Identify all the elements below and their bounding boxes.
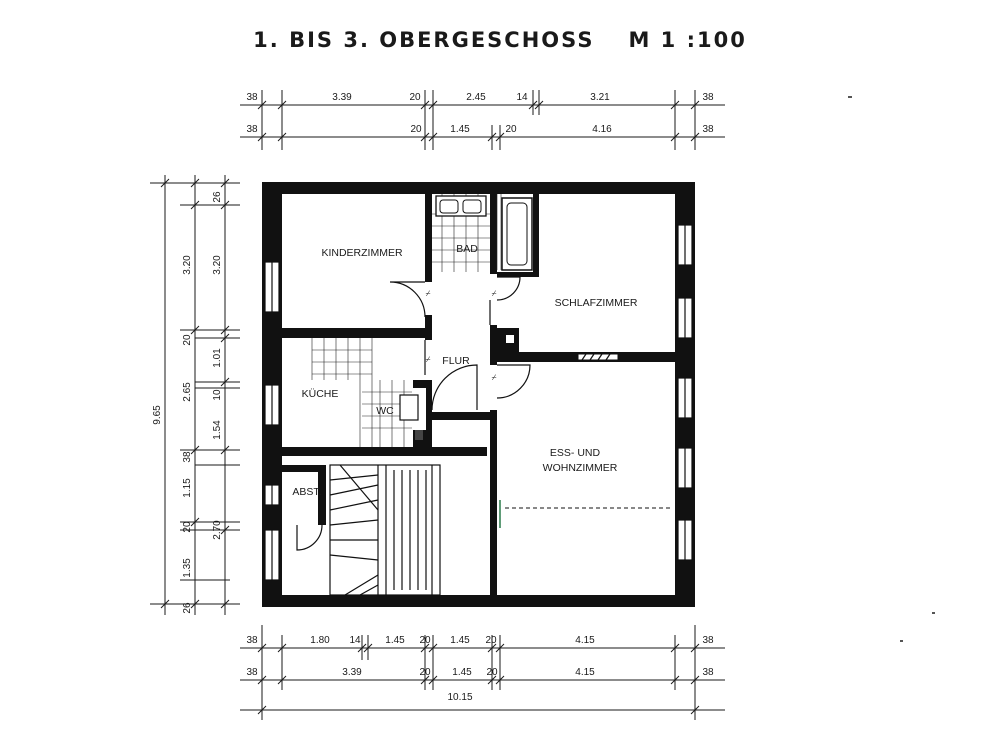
dim-left-mid-3: 1.35 (182, 558, 193, 578)
dim-top2-4: 4.16 (592, 124, 612, 135)
room-ess-line1: ESS- UND (550, 447, 601, 459)
wc-cistern (415, 430, 423, 440)
dim-top2-1: 20 (410, 124, 422, 135)
dim-bot1-7: 4.15 (575, 635, 595, 646)
dim-top1-1: 3.39 (332, 92, 352, 103)
room-bad: BAD (456, 243, 478, 255)
dim-top1-3: 2.45 (466, 92, 486, 103)
dim-bot-total: 10.15 (447, 692, 472, 703)
dim-left-in-0: 26 (212, 191, 223, 203)
dim-left-in-9: 26 (182, 602, 193, 614)
room-ess-line2: WOHNZIMMER (543, 462, 618, 474)
dim-bot1-2: 14 (349, 635, 361, 646)
dim-top1-2: 20 (409, 92, 421, 103)
dim-bot2-0: 38 (246, 667, 258, 678)
dim-left-in-2: 20 (182, 334, 193, 346)
dim-left-in-3: 1.01 (212, 348, 223, 368)
room-flur: FLUR (442, 355, 470, 367)
scale-text: M 1 :100 (628, 28, 747, 52)
dim-top2-3: 20 (505, 124, 517, 135)
plan-title: 1. BIS 3. OBERGESCHOSS M 1 :100 (0, 28, 1000, 52)
dim-left-in-6: 38 (182, 451, 193, 463)
dim-left-in-4: 10 (212, 389, 223, 401)
bottom-dimensions: 38 1.80 14 1.45 20 1.45 20 4.15 38 38 3.… (240, 625, 725, 720)
dim-left-in-7: 20 (182, 521, 193, 533)
doors (296, 276, 531, 551)
bathroom-fixtures (432, 194, 533, 272)
room-abst: ABST. (292, 486, 321, 498)
dim-bot2-1: 3.39 (342, 667, 362, 678)
door-markers: ⌿ ⌿ ⌿ ⌿ (426, 289, 497, 382)
svg-text:⌿: ⌿ (492, 373, 497, 382)
windows (264, 224, 693, 581)
dim-top1-0: 38 (246, 92, 258, 103)
dim-bot2-6: 38 (702, 667, 714, 678)
dim-bot1-3: 1.45 (385, 635, 405, 646)
dim-top1-4: 14 (516, 92, 528, 103)
kitchen-tiles (311, 338, 412, 447)
dim-top1-5: 3.21 (590, 92, 610, 103)
title-text: 1. BIS 3. OBERGESCHOSS (253, 28, 595, 52)
dim-top2-0: 38 (246, 124, 258, 135)
dim-bot2-4: 20 (486, 667, 498, 678)
top-dimensions: 38 3.39 20 2.45 14 3.21 38 38 20 1.45 20… (240, 90, 725, 150)
room-schlafzimmer: SCHLAFZIMMER (555, 297, 638, 309)
dim-left-in-1: 3.20 (212, 255, 223, 275)
dim-bot2-2: 20 (419, 667, 431, 678)
dim-left-total: 9.65 (152, 405, 163, 425)
staircase (329, 464, 441, 596)
dim-left-in-5: 1.54 (212, 420, 223, 440)
dim-bot1-4: 20 (419, 635, 431, 646)
dim-left-in-8: 2.70 (212, 520, 223, 540)
room-kinderzimmer: KINDERZIMMER (321, 247, 403, 259)
dim-left-mid-0: 3.20 (182, 255, 193, 275)
scan-specks (848, 96, 935, 642)
dim-top1-6: 38 (702, 92, 714, 103)
dim-top2-5: 38 (702, 124, 714, 135)
svg-text:⌿: ⌿ (492, 289, 497, 298)
dim-top2-2: 1.45 (450, 124, 470, 135)
wc-bowl (399, 394, 419, 421)
room-kueche: KÜCHE (302, 388, 339, 400)
dim-bot1-1: 1.80 (310, 635, 330, 646)
dim-bot1-0: 38 (246, 635, 258, 646)
dim-bot1-6: 20 (485, 635, 497, 646)
left-dimensions: 9.65 3.20 2.65 1.15 1.35 26 3.20 20 1.01… (150, 175, 240, 615)
svg-text:⌿: ⌿ (426, 355, 431, 364)
dim-bot1-5: 1.45 (450, 635, 470, 646)
dim-left-mid-2: 1.15 (182, 478, 193, 498)
dim-bot2-5: 4.15 (575, 667, 595, 678)
room-wc: WC (376, 405, 394, 417)
dim-bot2-3: 1.45 (452, 667, 472, 678)
svg-text:⌿: ⌿ (426, 289, 431, 298)
dim-left-mid-1: 2.65 (182, 382, 193, 402)
dim-bot1-8: 38 (702, 635, 714, 646)
